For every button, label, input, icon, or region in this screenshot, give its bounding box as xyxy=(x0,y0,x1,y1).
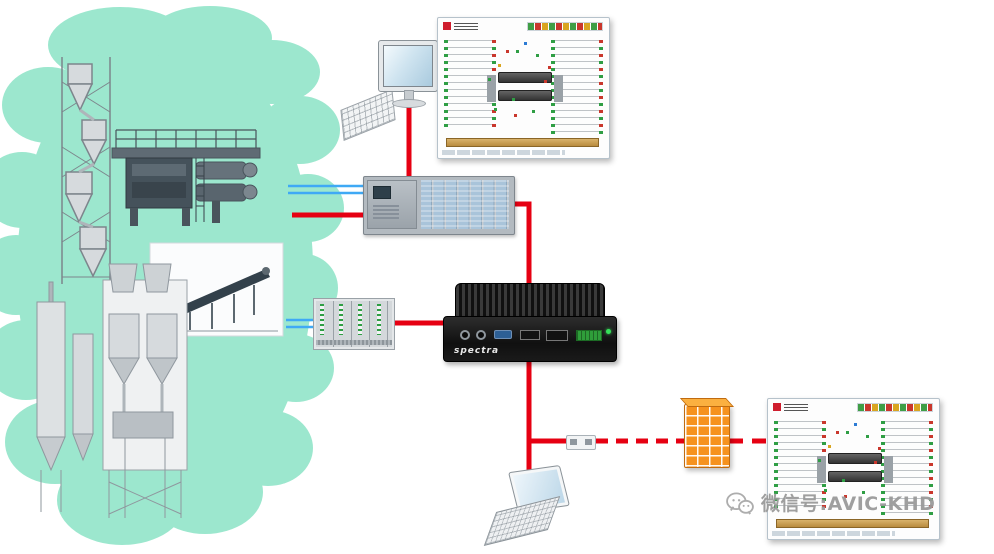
io-led-column xyxy=(320,304,324,335)
hmi-toolbar-buttons xyxy=(527,22,603,31)
plc-rack xyxy=(363,176,515,235)
link-cloud-plc-profibus xyxy=(288,184,363,195)
vga-port-icon xyxy=(494,330,512,339)
silo-feeder-icon xyxy=(36,263,188,518)
hmi-screen-remote xyxy=(767,398,940,540)
hmi-bottom-tabs xyxy=(772,531,895,536)
ipc-heatsink-fins xyxy=(455,283,605,319)
remote-io-modules xyxy=(313,298,395,350)
roller-press-icon xyxy=(111,129,261,226)
engineering-workstation xyxy=(340,40,452,142)
monitor-icon xyxy=(378,40,438,92)
monitor-base xyxy=(392,99,426,108)
hmi-conveyor-bar xyxy=(776,519,929,528)
ipc-front-panel: spectra xyxy=(443,316,617,362)
lan-ports-icon xyxy=(546,330,568,341)
plc-io-cards xyxy=(421,180,509,229)
wechat-icon xyxy=(726,492,754,515)
hmi-toolbar-buttons xyxy=(857,403,933,412)
link-cloud-rio-profibus xyxy=(286,318,313,329)
usb-ports-icon xyxy=(520,330,540,340)
inline-coupler-icon xyxy=(566,435,596,450)
io-led-column xyxy=(339,304,343,335)
plc-cpu-module xyxy=(367,180,417,229)
watermark-text: 微信号:AVIC-KHD xyxy=(761,492,936,515)
scada-logo-icon xyxy=(773,403,808,411)
watermark: 微信号:AVIC-KHD xyxy=(726,492,935,516)
preheater-tower-icon xyxy=(61,57,111,284)
firewall-icon xyxy=(684,404,730,468)
din-rail xyxy=(316,340,392,345)
ipc-brand-label: spectra xyxy=(454,346,500,356)
io-led-column xyxy=(358,304,362,335)
io-led-column xyxy=(377,304,381,335)
scada-logo-icon xyxy=(443,22,478,30)
hmi-roller-press-graphic xyxy=(817,447,893,493)
hmi-screen-operator xyxy=(437,17,610,159)
antenna-connector-icon xyxy=(476,330,486,340)
connection-lines xyxy=(286,102,767,478)
keyboard-icon xyxy=(340,88,396,142)
industrial-box-pc: spectra xyxy=(443,283,617,362)
laptop-icon xyxy=(483,464,571,548)
power-led xyxy=(606,329,611,334)
hmi-roller-press-graphic xyxy=(487,66,563,112)
hmi-bottom-tabs xyxy=(442,150,565,155)
terminal-block-icon xyxy=(576,330,602,341)
link-plc-ipc xyxy=(512,201,532,283)
hmi-conveyor-bar xyxy=(446,138,599,147)
antenna-connector-icon xyxy=(460,330,470,340)
